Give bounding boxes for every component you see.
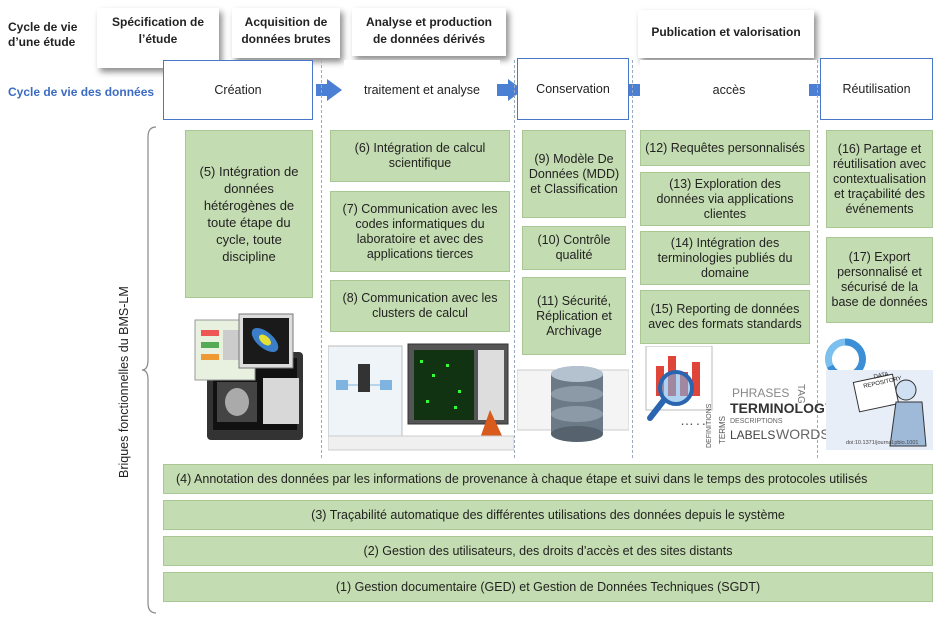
column-divider xyxy=(321,60,322,458)
words-word: WORDS xyxy=(776,426,830,442)
brick-5: (5) Intégration de données hétérogènes d… xyxy=(185,130,313,298)
terms-word: TERMS xyxy=(718,416,727,444)
terminology-word: TERMINOLOGY xyxy=(730,400,835,416)
labels-word: LABELS xyxy=(730,428,776,442)
column-divider xyxy=(514,60,515,458)
data-cycle-label: Cycle de vie des données xyxy=(8,85,155,99)
brick-16: (16) Partage et réutilisation avec conte… xyxy=(826,130,933,228)
study-card-acquisition: Acquisition de données brutes xyxy=(232,8,340,58)
arrow-icon xyxy=(316,79,342,101)
phrases-word: PHRASES xyxy=(732,386,790,400)
phase-reuse: Réutilisation xyxy=(820,58,933,120)
definitions-word: DEFINITIONS xyxy=(706,403,713,448)
brick-12: (12) Requêtes personnalisés xyxy=(640,130,810,166)
terminology-word-cloud: DEFINITIONS TERMS PHRASES TAG TERMINOLOG… xyxy=(706,384,834,454)
curly-brace xyxy=(141,126,157,614)
search-report-icon xyxy=(645,346,713,421)
study-card-publication: Publication et valorisation xyxy=(638,10,814,58)
study-cycle-label: Cycle de vie d’une étude xyxy=(8,20,78,49)
study-card-analysis: Analyse et production de données dérivés xyxy=(352,8,506,56)
column-divider xyxy=(632,60,633,458)
repository-cartoon xyxy=(826,370,933,450)
brick-6: (6) Intégration de calcul scientifique xyxy=(330,130,510,182)
ellipsis-dots: ….. xyxy=(680,412,708,428)
brick-15: (15) Reporting de données avec des forma… xyxy=(640,290,810,344)
phase-access: accès xyxy=(640,60,818,120)
functional-bricks-label: Briques fonctionnelles du BMS-LM xyxy=(117,286,131,478)
phase-conservation: Conservation xyxy=(517,58,629,120)
brick-13: (13) Exploration des données via applica… xyxy=(640,172,810,226)
computing-illustration xyxy=(328,343,514,451)
brick-3-band: (3) Traçabilité automatique des différen… xyxy=(163,500,933,530)
descriptions-word: DESCRIPTIONS xyxy=(730,418,783,425)
brick-4-band: (4) Annotation des données par les infor… xyxy=(163,464,933,494)
brick-11: (11) Sécurité, Réplication et Archivage xyxy=(522,277,626,355)
brick-2-band: (2) Gestion des utilisateurs, des droits… xyxy=(163,536,933,566)
study-card-specification: Spécification de l’étude xyxy=(97,8,219,68)
brick-8: (8) Communication avec les clusters de c… xyxy=(330,280,510,332)
brick-1-band: (1) Gestion documentaire (GED) et Gestio… xyxy=(163,572,933,602)
tag-word: TAG xyxy=(795,384,806,404)
database-icon xyxy=(517,366,629,442)
brick-7: (7) Communication avec les codes informa… xyxy=(330,191,510,272)
brick-17: (17) Export personnalisé et sécurisé de … xyxy=(826,237,933,323)
column-divider xyxy=(817,60,818,458)
phase-treatment: traitement et analyse xyxy=(344,60,500,120)
brick-10: (10) Contrôle qualité xyxy=(522,226,626,270)
brick-14: (14) Intégration des terminologies publi… xyxy=(640,231,810,285)
brick-9: (9) Modèle De Données (MDD) et Classific… xyxy=(522,130,626,218)
doi-caption: doi:10.1371/journal.pbio.1001 xyxy=(846,440,919,446)
phase-creation: Création xyxy=(163,60,313,120)
data-sheets-illustration xyxy=(194,313,303,440)
